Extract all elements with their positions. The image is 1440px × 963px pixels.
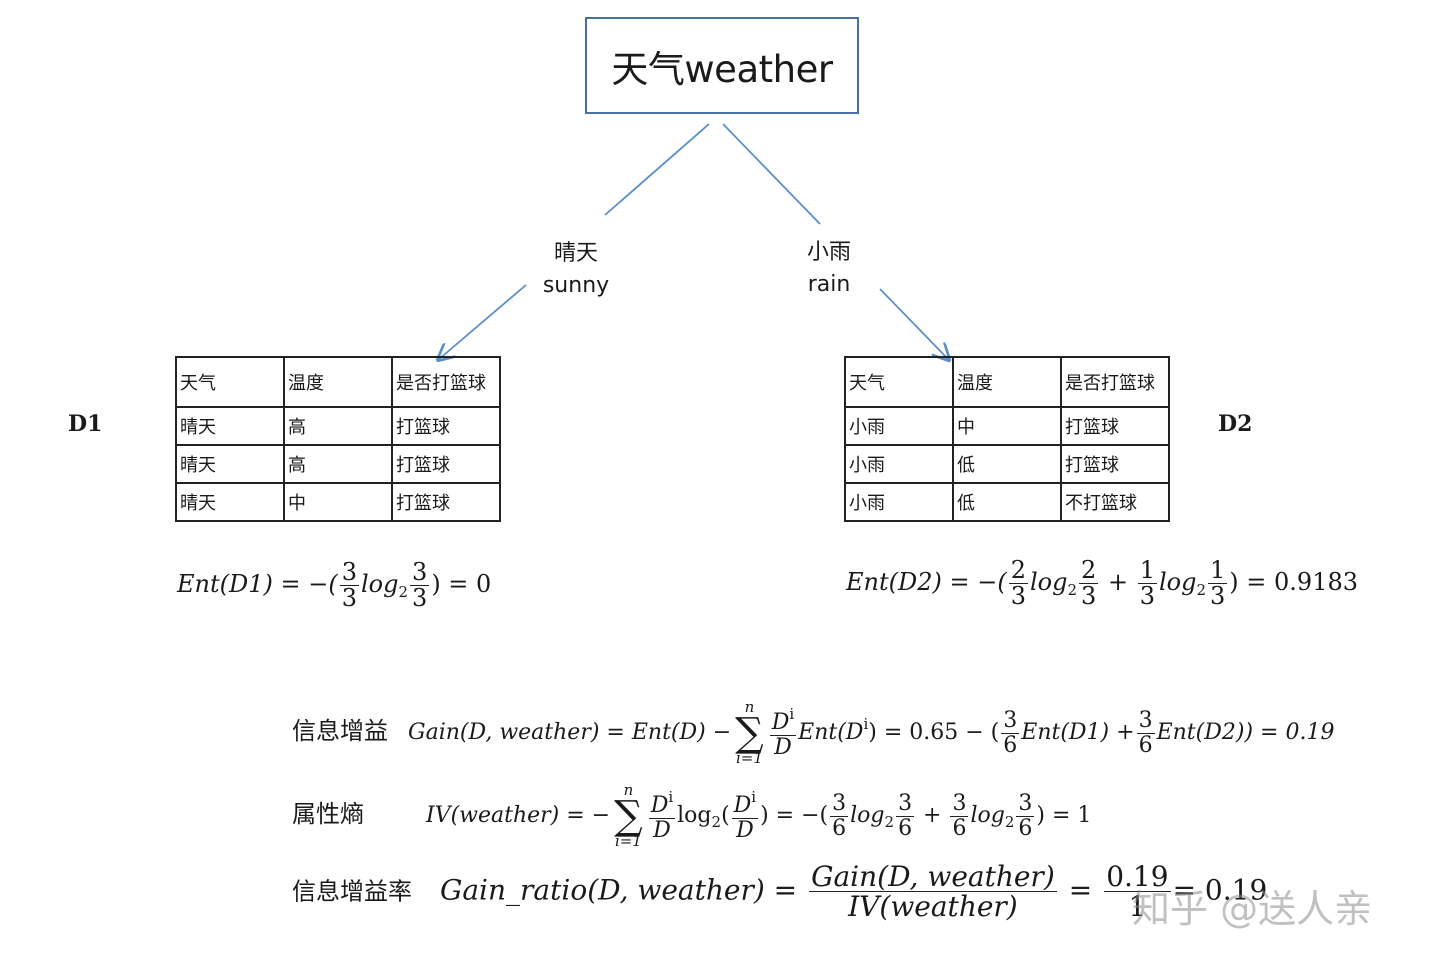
d2-header: 天气: [844, 356, 954, 408]
sum-symbol: n∑i=1: [614, 781, 643, 850]
branch-rain-en: rain: [807, 272, 851, 297]
branch-rain: 小雨 rain: [759, 237, 899, 301]
d1-cell: 打篮球: [391, 444, 501, 484]
d1-header: 天气: [175, 356, 285, 408]
d1-cell: 打篮球: [391, 406, 501, 446]
d2-cell: 小雨: [844, 482, 954, 522]
d2-cell: 低: [952, 482, 1062, 522]
d2-header: 温度: [952, 356, 1062, 408]
d2-cell: 打篮球: [1060, 444, 1170, 484]
d1-cell: 中: [283, 482, 393, 522]
watermark: 知乎 @送人亲: [1132, 887, 1373, 931]
d2-cell: 小雨: [844, 444, 954, 484]
edge-sunny-d1: [438, 284, 527, 360]
d2-cell: 小雨: [844, 406, 954, 446]
sum-symbol: n∑i=1: [735, 698, 764, 767]
d2-cell: 中: [952, 406, 1062, 446]
edge-root-sunny: [604, 123, 710, 216]
gain-label: 信息增益: [292, 717, 388, 745]
d2-header: 是否打篮球: [1060, 356, 1170, 408]
d1-cell: 晴天: [175, 406, 285, 446]
d2-cell: 打篮球: [1060, 406, 1170, 446]
d1-cell: 打篮球: [391, 482, 501, 522]
branch-sunny-en: sunny: [542, 273, 610, 298]
root-label: 天气weather: [611, 47, 833, 91]
root-node-weather: 天气weather: [585, 17, 859, 114]
d1-cell: 晴天: [175, 482, 285, 522]
edge-root-rain: [722, 123, 821, 225]
d1-label: D1: [68, 411, 103, 437]
d1-table: 天气温度是否打篮球 晴天高打篮球 晴天高打篮球 晴天中打篮球: [175, 356, 501, 522]
d2-cell: 低: [952, 444, 1062, 484]
branch-rain-cn: 小雨: [806, 240, 851, 265]
d1-cell: 高: [283, 406, 393, 446]
edge-rain-d2: [879, 288, 949, 360]
d2-table: 天气温度是否打篮球 小雨中打篮球 小雨低打篮球 小雨低不打篮球: [844, 356, 1170, 522]
d1-header: 温度: [283, 356, 393, 408]
branch-sunny: 晴天 sunny: [506, 238, 646, 302]
d2-label: D2: [1218, 411, 1253, 437]
branch-sunny-cn: 晴天: [553, 241, 598, 266]
ratio-label: 信息增益率: [292, 877, 412, 906]
d1-cell: 晴天: [175, 444, 285, 484]
iv-label: 属性熵: [292, 800, 364, 828]
d2-cell: 不打篮球: [1060, 482, 1170, 522]
d1-cell: 高: [283, 444, 393, 484]
d1-header: 是否打篮球: [391, 356, 501, 408]
